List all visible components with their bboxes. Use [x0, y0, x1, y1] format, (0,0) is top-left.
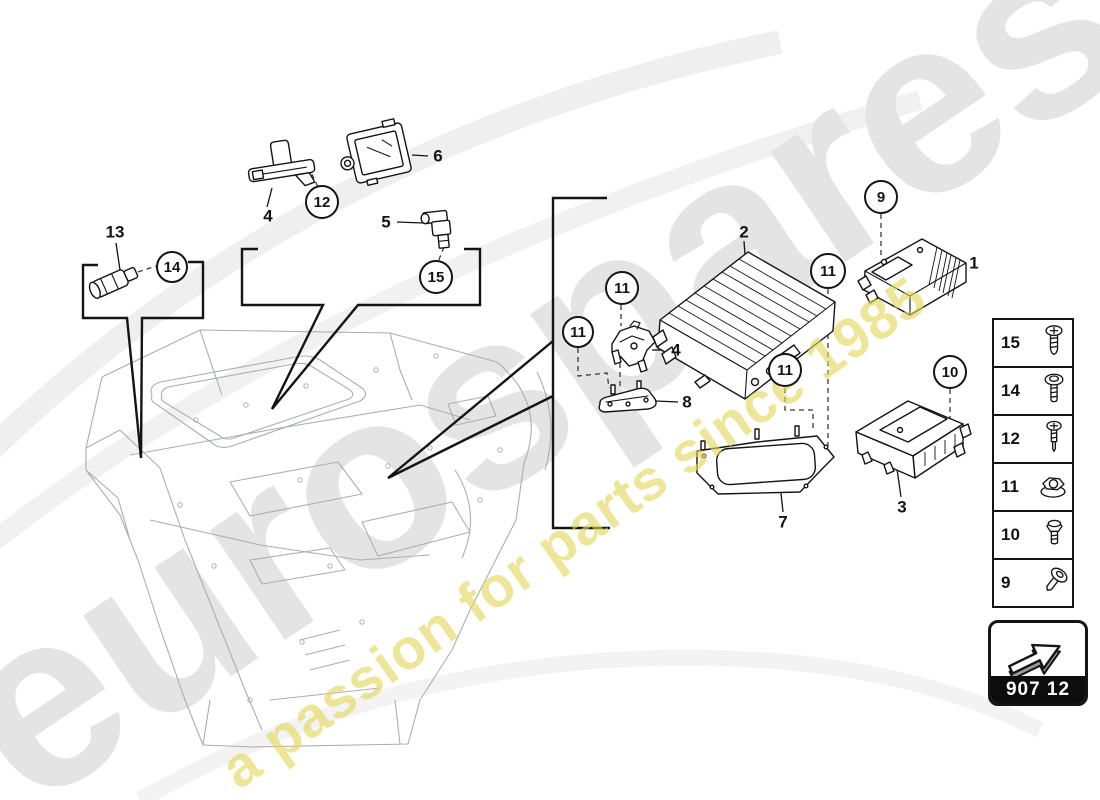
part-label-5[interactable]: 5	[381, 212, 391, 232]
legend-row-14[interactable]: 14	[994, 368, 1072, 416]
part-13-sensor	[88, 266, 139, 299]
arrow-up-right-icon	[1008, 643, 1061, 676]
callout-14[interactable]: 14	[156, 251, 188, 283]
part-8-mounting-plate	[598, 380, 657, 413]
part-label-3[interactable]: 3	[897, 497, 907, 517]
part-label-4-top[interactable]: 4	[263, 206, 273, 226]
part-7-cover-plate	[696, 425, 835, 495]
chassis-wireframe	[85, 329, 552, 748]
callout-11-top[interactable]: 11	[605, 271, 639, 305]
callout-9[interactable]: 9	[864, 180, 898, 214]
screw-pan-head-icon	[1045, 325, 1063, 356]
legend-number: 12	[1001, 429, 1020, 448]
legend-row-12[interactable]: 12	[994, 416, 1072, 464]
screw-long-shank-icon	[1046, 420, 1062, 453]
legend-row-15[interactable]: 15	[994, 320, 1072, 368]
callout-11-right[interactable]: 11	[810, 253, 846, 289]
callout-11-center[interactable]: 11	[768, 353, 802, 387]
part-label-6[interactable]: 6	[433, 146, 443, 166]
region-brackets	[81, 196, 610, 530]
part-label-7[interactable]: 7	[778, 512, 788, 532]
part-label-2[interactable]: 2	[739, 222, 749, 242]
callout-11-left[interactable]: 11	[562, 316, 594, 348]
legend-row-11[interactable]: 11	[994, 464, 1072, 512]
page-ref-code: 907 12	[991, 676, 1085, 703]
bracket-right	[551, 196, 610, 530]
part-6-control-unit	[340, 118, 412, 187]
part-4-antenna	[247, 139, 316, 187]
page-ref-box[interactable]: 907 12	[988, 620, 1088, 706]
hex-bolt-icon	[1046, 519, 1063, 545]
fastener-legend: 15 14 12	[992, 318, 1074, 608]
page-ref-art	[991, 623, 1085, 676]
part-label-1[interactable]: 1	[969, 253, 979, 273]
legend-number: 11	[1001, 477, 1019, 496]
leader-lines	[115, 154, 967, 513]
part-label-8[interactable]: 8	[682, 392, 692, 412]
part-label-4-right[interactable]: 4	[671, 340, 681, 360]
part-4-sensor-bracket	[611, 320, 656, 373]
callout-12[interactable]: 12	[305, 185, 339, 219]
screw-tilted-icon	[1046, 567, 1068, 591]
callout-15[interactable]: 15	[419, 260, 453, 294]
legend-row-10[interactable]: 10	[994, 512, 1072, 560]
chassis-holes	[177, 353, 503, 703]
part-5-sensor	[420, 209, 452, 249]
flange-nut-icon	[1040, 477, 1066, 498]
legend-number: 15	[1001, 333, 1020, 352]
screw-washer-head-icon	[1044, 373, 1064, 403]
legend-number: 14	[1001, 381, 1020, 400]
bracket-middle	[240, 247, 482, 410]
bracket-right-pointer	[387, 340, 554, 480]
legend-number: 10	[1001, 525, 1020, 544]
part-3-control-unit	[855, 400, 972, 479]
part-label-13[interactable]: 13	[105, 222, 125, 242]
part-1-ecu	[857, 238, 967, 316]
callout-10[interactable]: 10	[933, 355, 967, 389]
legend-row-9[interactable]: 9	[994, 560, 1072, 606]
bracket-left	[81, 260, 205, 459]
legend-number: 9	[1001, 573, 1011, 592]
